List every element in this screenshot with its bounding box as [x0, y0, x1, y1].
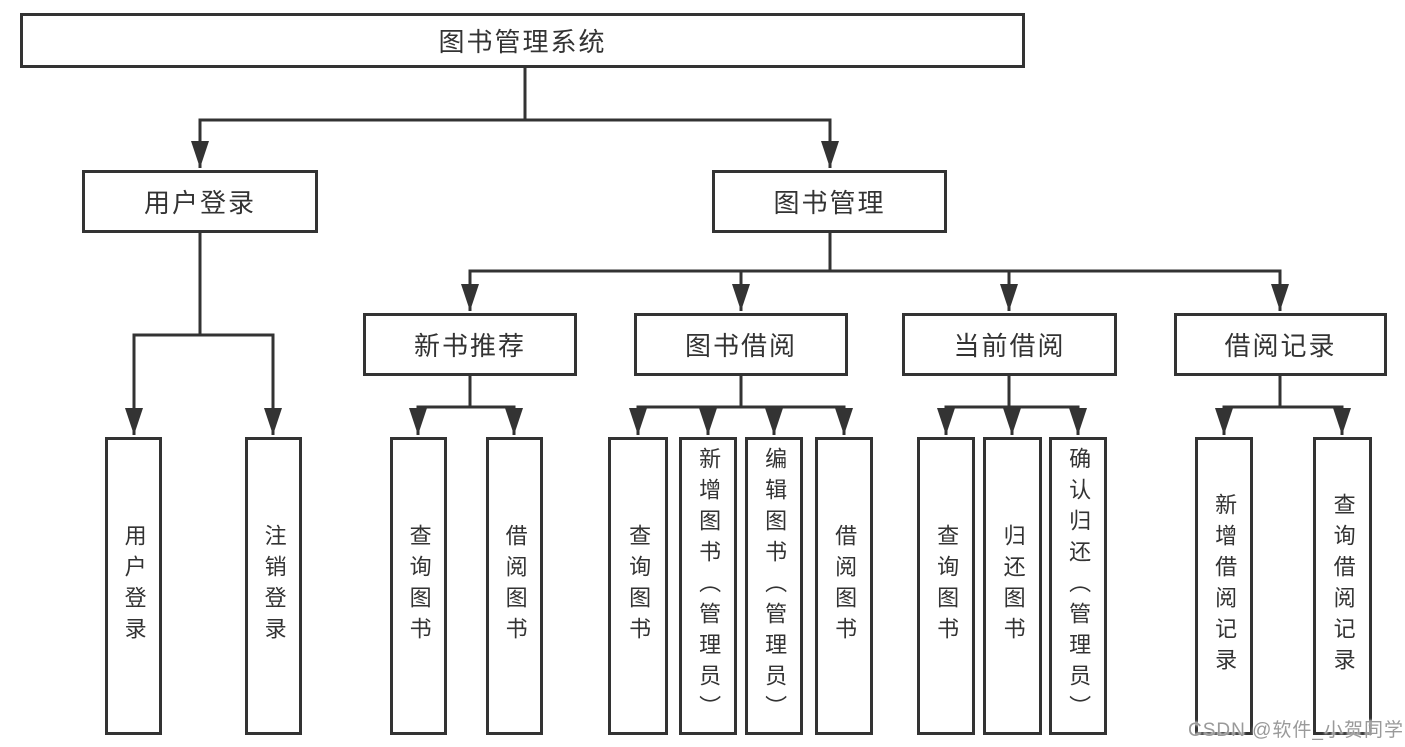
node-label: 查询图书 — [406, 524, 432, 648]
node-label: 新增借阅记录 — [1212, 493, 1238, 679]
node-label: 借阅记录 — [1224, 331, 1337, 361]
node-return-books: 归还图书 — [983, 437, 1042, 735]
node-borrow-books: 借阅图书 — [815, 437, 873, 735]
node-query-borrow-record: 查询借阅记录 — [1313, 437, 1372, 735]
node-label: 确认归还（管理员） — [1066, 446, 1092, 726]
node-label: 用户登录 — [143, 188, 256, 218]
node-query-books-current: 查询图书 — [917, 437, 975, 735]
node-query-books-borrow: 查询图书 — [608, 437, 668, 735]
node-label: 借阅图书 — [502, 524, 528, 648]
node-label: 用户登录 — [121, 524, 147, 648]
node-query-books-recommend: 查询图书 — [390, 437, 447, 735]
node-new-book-recommendation: 新书推荐 — [363, 313, 577, 376]
node-borrowing-records: 借阅记录 — [1174, 313, 1387, 376]
node-label: 借阅图书 — [832, 524, 858, 648]
node-label: 新书推荐 — [413, 331, 526, 361]
watermark: CSDN @软件_小贺同学 — [1188, 720, 1404, 741]
node-confirm-return-admin: 确认归还（管理员） — [1049, 437, 1107, 735]
node-borrow-books-recommend: 借阅图书 — [486, 437, 543, 735]
node-label: 归还图书 — [1000, 524, 1026, 648]
node-book-borrowing: 图书借阅 — [634, 313, 848, 376]
node-add-borrow-record: 新增借阅记录 — [1195, 437, 1253, 735]
node-label: 查询图书 — [934, 524, 960, 648]
node-label: 图书管理系统 — [438, 27, 607, 57]
node-label: 注销登录 — [261, 524, 287, 648]
node-library-system: 图书管理系统 — [20, 13, 1025, 68]
node-edit-book-admin: 编辑图书（管理员） — [745, 437, 803, 735]
node-user-login: 用户登录 — [82, 170, 318, 233]
node-label: 新增图书（管理员） — [696, 446, 722, 726]
node-label: 图书管理 — [773, 188, 886, 218]
node-label: 编辑图书（管理员） — [762, 446, 788, 726]
node-current-borrowing: 当前借阅 — [902, 313, 1117, 376]
node-logout: 注销登录 — [245, 437, 302, 735]
node-book-management: 图书管理 — [712, 170, 947, 233]
node-label: 查询图书 — [626, 524, 652, 648]
node-add-book-admin: 新增图书（管理员） — [679, 437, 737, 735]
node-label: 图书借阅 — [684, 331, 797, 361]
node-user-login-action: 用户登录 — [105, 437, 162, 735]
node-label: 查询借阅记录 — [1330, 493, 1356, 679]
node-label: 当前借阅 — [953, 331, 1066, 361]
